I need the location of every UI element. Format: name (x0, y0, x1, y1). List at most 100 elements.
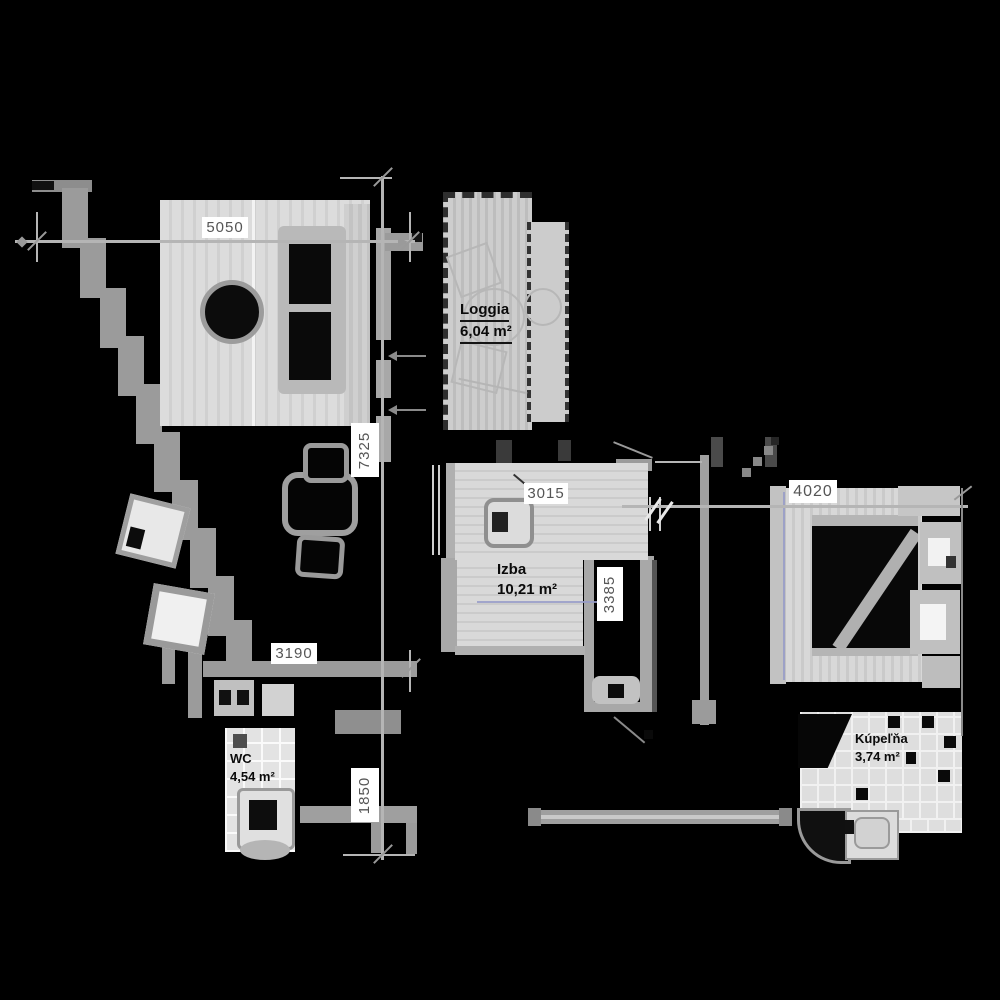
door-arrow (392, 355, 426, 357)
bathroom-floor-tiles (893, 820, 962, 833)
stair-step-small (771, 437, 779, 445)
loggia-table-sketch (463, 288, 525, 346)
bed (812, 526, 918, 650)
dim-value: 1850 (356, 776, 374, 814)
wc-label-block: WC 4,54 m² (230, 750, 275, 786)
wall-column (344, 204, 370, 426)
toilet-bowl (240, 840, 290, 860)
dark-tile (888, 716, 900, 728)
dim-line-5050 (15, 240, 415, 243)
dim-extension (655, 461, 702, 463)
wall-left-bedroom (770, 486, 786, 684)
dim-label-4020: 4020 (789, 480, 837, 503)
nightstand-detail (946, 556, 956, 568)
loggia-label-block: Loggia 6,04 m² (460, 300, 512, 344)
wall-cap (32, 181, 54, 190)
room-area: 10,21 m² (497, 581, 558, 598)
room-label: Loggia (460, 300, 510, 322)
window-glazing (432, 465, 434, 555)
leader-line (613, 716, 646, 744)
wall-cap (412, 233, 422, 242)
wardrobe-door (289, 312, 331, 380)
cabinet (922, 656, 960, 688)
stair-step-small (742, 468, 751, 477)
counter-tilted (115, 493, 191, 569)
room-area: 6,04 m² (460, 322, 512, 344)
wardrobe-door (289, 244, 331, 304)
loggia-chair-sketch (524, 288, 562, 326)
wall (584, 702, 655, 712)
table-round (200, 280, 264, 344)
room-area: 4,54 m² (230, 769, 275, 784)
window-bar (711, 437, 723, 467)
dim-extension (409, 212, 411, 262)
dark-tile (938, 770, 950, 782)
shelf (898, 486, 960, 516)
wall (640, 556, 654, 708)
cabinet-tilted (143, 583, 215, 655)
stair-step-small (753, 457, 762, 466)
dark-tile (922, 716, 934, 728)
wall-cap (528, 808, 541, 826)
wall-leg (406, 823, 417, 854)
dim-extension (340, 177, 392, 179)
dim-line-4020 (622, 505, 968, 508)
wall-center-line (528, 815, 792, 819)
bathroom-label-block: Kúpeľňa 3,74 m² (855, 730, 908, 766)
dim-extension (36, 212, 38, 262)
bed-footboard (812, 648, 918, 656)
nightstand-top (928, 538, 950, 566)
room-label: WC (230, 751, 252, 766)
dim-value: 5050 (206, 219, 244, 236)
wall-stub (162, 646, 175, 684)
sink-basin (237, 690, 249, 705)
dim-label-3385: 3385 (597, 567, 623, 621)
izba-label-block: Izba 10,21 m² (497, 560, 557, 600)
dim-value: 3190 (275, 645, 313, 662)
window-bar (558, 440, 571, 461)
washing-machine (262, 684, 294, 716)
window-glazing (438, 465, 440, 555)
dim-line-vertical (381, 176, 384, 860)
wall-cap (779, 808, 792, 826)
wall (584, 556, 594, 708)
shower (797, 808, 851, 864)
nightstand-top (920, 604, 946, 640)
bathtub-detail (845, 820, 854, 834)
window-bar (496, 440, 512, 463)
dark-tile (233, 734, 247, 748)
dim-label-3190: 3190 (271, 643, 317, 664)
wall-stub (335, 710, 401, 734)
wall (446, 463, 457, 560)
room-label: Izba (497, 561, 527, 578)
chair (484, 498, 534, 548)
leader-end (644, 730, 653, 739)
room-label: Kúpeľňa (855, 731, 908, 746)
door-arrow (392, 409, 426, 411)
accent-line (477, 601, 597, 603)
sink-basin (219, 690, 231, 705)
leader-line (613, 441, 653, 459)
bed-blanket-fold (832, 528, 918, 650)
wall-foot (692, 700, 716, 724)
dim-arrow (16, 236, 28, 248)
chair-seat (492, 512, 508, 532)
dim-value: 3015 (527, 485, 565, 502)
dim-label-5050: 5050 (202, 217, 248, 238)
wall-3190 (203, 661, 417, 677)
dim-label-7325: 7325 (351, 423, 379, 477)
dim-line-right (961, 488, 963, 736)
izba-fill-lower (457, 560, 583, 648)
wall (188, 640, 202, 718)
chair (303, 443, 349, 483)
accent-line (783, 492, 785, 680)
dim-arrow (398, 237, 408, 247)
wall-leg (371, 823, 383, 853)
toilet-seat (249, 800, 277, 830)
door-arrow-head (388, 351, 397, 361)
bathtub-basin (854, 817, 890, 849)
stair-step-small (764, 446, 773, 455)
dim-label-1850: 1850 (351, 768, 379, 822)
dim-label-3015: 3015 (524, 483, 568, 504)
